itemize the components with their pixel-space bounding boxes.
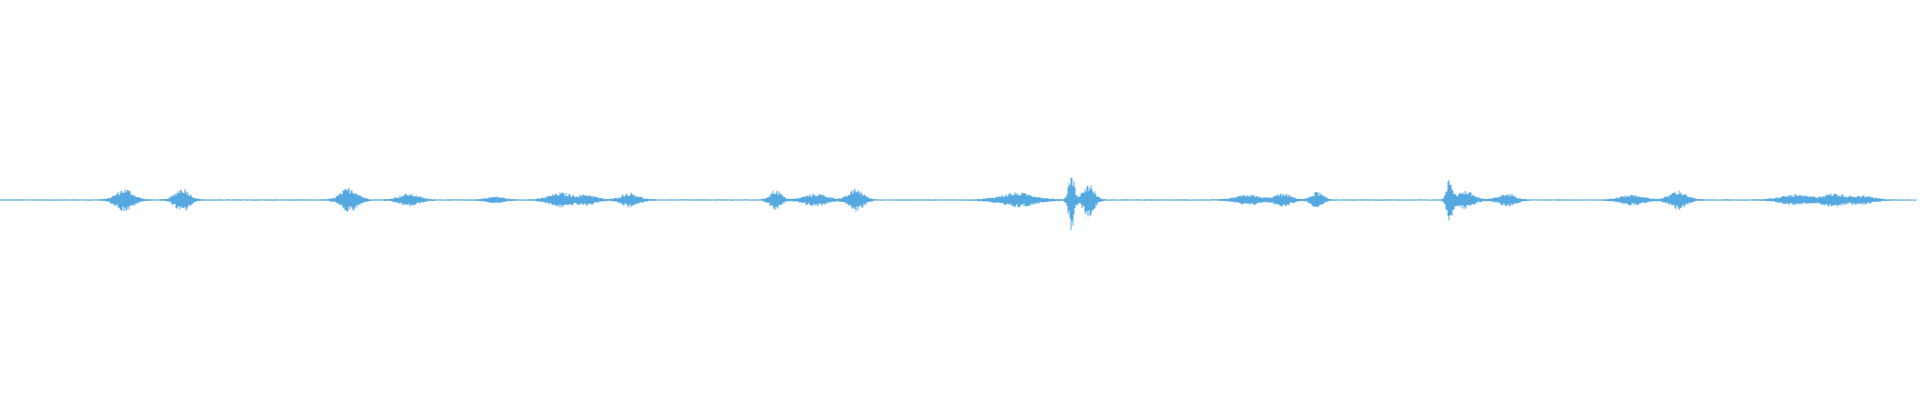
waveform-series: [0, 177, 1917, 230]
waveform-amplitude-trace: [0, 177, 1917, 230]
